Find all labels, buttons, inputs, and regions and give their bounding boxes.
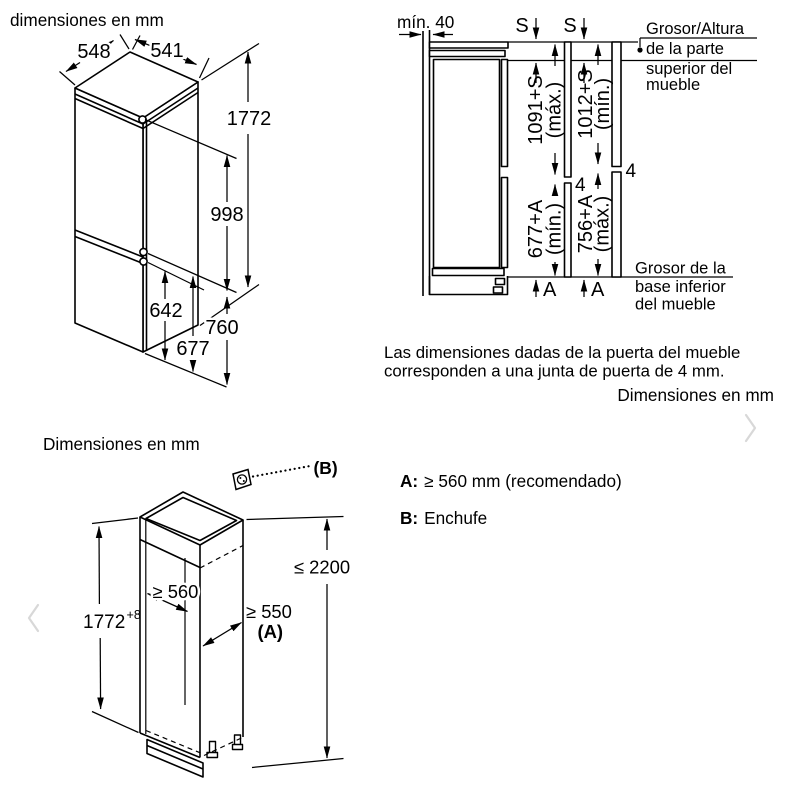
niche-cabinet-diagram: Dimensiones en mm <box>43 434 353 778</box>
dim-1091s-qualifier: (máx.) <box>544 82 566 139</box>
door-joint-right-label: 4 <box>626 161 637 182</box>
svg-text:Grosor/Altura: Grosor/Altura <box>646 20 745 38</box>
dim-760-label: 760 <box>205 317 238 339</box>
dim-1012s-qualifier: (mín.) <box>592 78 614 130</box>
niche-dimension-lines <box>95 518 331 759</box>
legend-item-a: A:≥ 560 mm (recomendado) <box>400 471 622 492</box>
carousel-next-icon[interactable] <box>740 412 760 449</box>
dim-756a-qualifier: (máx.) <box>592 196 614 253</box>
dim-560-label: ≥ 560 <box>153 581 199 602</box>
svg-text:corresponden a una junta de pu: corresponden a una junta de puerta de 4 … <box>384 362 725 381</box>
niche-panel-title: Dimensiones en mm <box>43 434 200 454</box>
svg-text:Las dimensiones dadas de la pu: Las dimensiones dadas de la puerta del m… <box>384 343 740 362</box>
legend-key-b: B: <box>400 508 419 528</box>
section-units-note: Dimensiones en mm <box>617 385 774 405</box>
leader-dot <box>637 47 643 53</box>
dim-1772-tolerance: +8 <box>127 608 141 622</box>
svg-text:Grosor de la: Grosor de la <box>635 260 727 278</box>
dim-2200-label: ≤ 2200 <box>294 557 350 578</box>
dim-642-label: 642 <box>149 300 182 322</box>
dim-1091s-label: 1091+S <box>525 75 547 145</box>
iso-panel-title: dimensiones en mm <box>10 10 164 30</box>
dim-1772-label: 1772 <box>227 108 272 130</box>
a-label-left: A <box>543 279 557 301</box>
dim-677a-label: 677+A <box>525 199 547 258</box>
svg-text:del mueble: del mueble <box>635 296 716 314</box>
appliance-door-upper <box>500 58 509 168</box>
appliance-section-outline <box>422 30 509 296</box>
dim-550-label: ≥ 550 <box>246 601 292 622</box>
s-label-left: S <box>515 15 528 37</box>
appliance-door-lower <box>500 176 509 269</box>
cabinet-inner-lines <box>145 519 186 734</box>
fridge-outline <box>74 51 199 353</box>
dim-677a-qualifier: (mín.) <box>544 203 566 255</box>
dim-677-label: 677 <box>176 338 209 360</box>
appliance-cavity <box>432 58 501 269</box>
svg-text:superior del: superior del <box>646 60 732 78</box>
cabinet-hidden-edges <box>145 544 244 757</box>
svg-text:base inferior: base inferior <box>635 278 726 296</box>
section-dimension-arrows <box>399 18 602 297</box>
bottom-furniture-note: Grosor de la base inferior del mueble <box>635 260 727 314</box>
socket-leader-dots <box>251 464 312 478</box>
door-hinge-mid-2 <box>139 257 148 266</box>
legend-key-a: A: <box>400 471 419 491</box>
door-joint-left-label: 4 <box>575 175 586 196</box>
dim-541-label: 541 <box>150 40 183 62</box>
niche-extension-lines <box>91 515 344 769</box>
furniture-door-panels <box>563 41 622 278</box>
top-furniture-note: Grosor/Altura de la parte superior del m… <box>646 20 745 94</box>
appliance-iso-diagram: dimensiones en mm <box>10 10 274 388</box>
legend-item-b: B:Enchufe <box>400 508 487 529</box>
carousel-prev-icon[interactable] <box>24 602 44 639</box>
niche-section-diagram: mín. 40 S S 1091+S (máx.) 1012+S (mín.) … <box>384 12 774 405</box>
dim-1012s-label: 1012+S <box>575 69 597 139</box>
s-label-right: S <box>563 15 576 37</box>
dim-1772-niche-label: 1772 <box>83 612 125 633</box>
a-label-right: A <box>591 279 605 301</box>
cabinet-outline <box>139 491 244 778</box>
wall-gap-label: mín. 40 <box>397 12 454 32</box>
socket-ref-label: (B) <box>314 458 338 478</box>
iso-dimension-lines <box>65 38 252 385</box>
door-hinge-mid-1 <box>139 247 148 257</box>
dim-548-label: 548 <box>77 41 110 63</box>
dim-550-ref: (A) <box>258 621 284 642</box>
legend-text-a: ≥ 560 mm (recomendado) <box>424 471 622 491</box>
socket-icon <box>232 468 252 491</box>
section-caption: Las dimensiones dadas de la puerta del m… <box>384 343 740 381</box>
svg-text:mueble: mueble <box>646 76 700 94</box>
dim-998-label: 998 <box>210 204 243 226</box>
legend-text-b: Enchufe <box>424 508 488 528</box>
dim-756a-label: 756+A <box>575 194 597 253</box>
svg-text:de la parte: de la parte <box>646 40 724 58</box>
